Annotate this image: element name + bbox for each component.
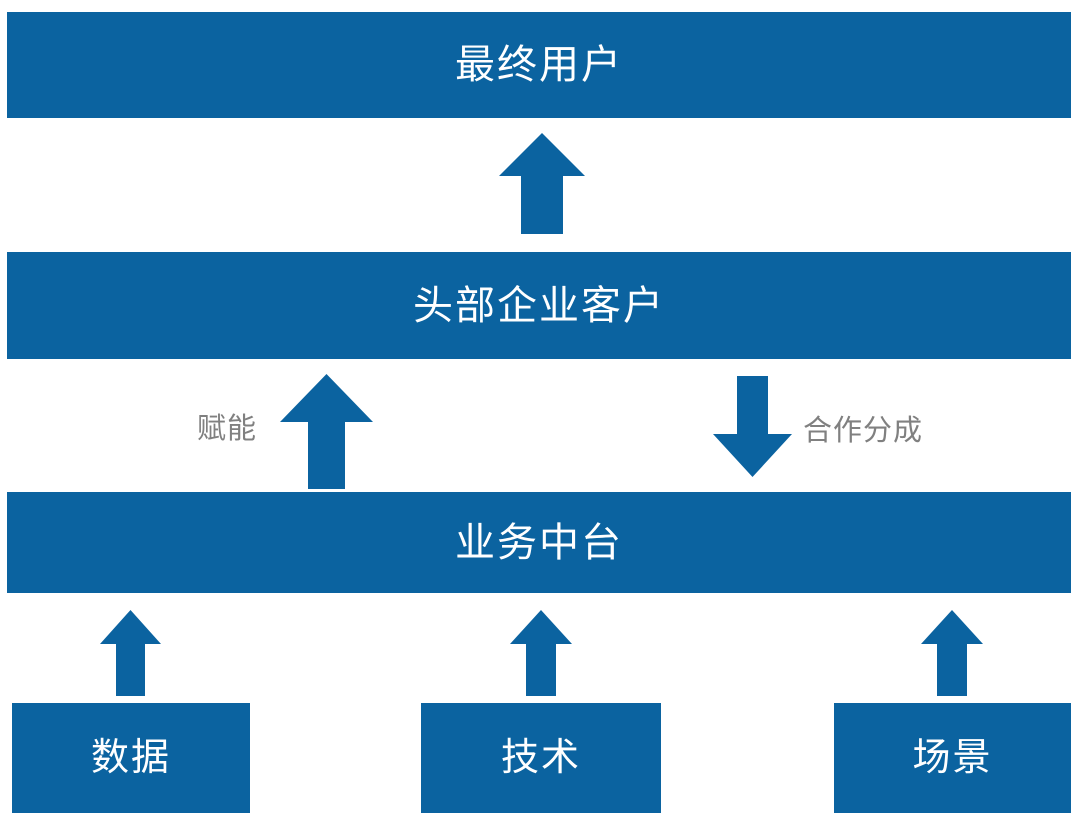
- foundation-box-tech: 技术: [421, 703, 661, 813]
- tier-label-end-user: 最终用户: [455, 43, 623, 87]
- tier-bar-enterprise: 头部企业客户: [7, 252, 1071, 359]
- foundation-label-tech: 技术: [500, 737, 581, 779]
- flow-caption-enable: 赋能: [197, 413, 258, 445]
- foundation-box-scenario: 场景: [834, 703, 1071, 813]
- foundation-label-data: 数据: [90, 737, 171, 779]
- flow-caption-revshare: 合作分成: [803, 415, 924, 447]
- tier-label-enterprise: 头部企业客户: [413, 283, 665, 328]
- foundation-box-data: 数据: [12, 703, 250, 813]
- tier-label-middle-platform: 业务中台: [455, 520, 623, 565]
- arrow-up-icon-scenario: [921, 610, 983, 696]
- tier-bar-middle-platform: 业务中台: [7, 492, 1071, 593]
- arrow-up-icon-enable: [280, 374, 373, 489]
- arrow-up-icon-data: [100, 610, 161, 696]
- arrow-up-icon-tech: [510, 610, 572, 696]
- arrow-up-icon-end-user: [499, 133, 585, 234]
- tier-bar-end-user: 最终用户: [7, 12, 1071, 118]
- arrow-down-icon-revshare: [713, 376, 792, 477]
- foundation-label-scenario: 场景: [912, 737, 993, 779]
